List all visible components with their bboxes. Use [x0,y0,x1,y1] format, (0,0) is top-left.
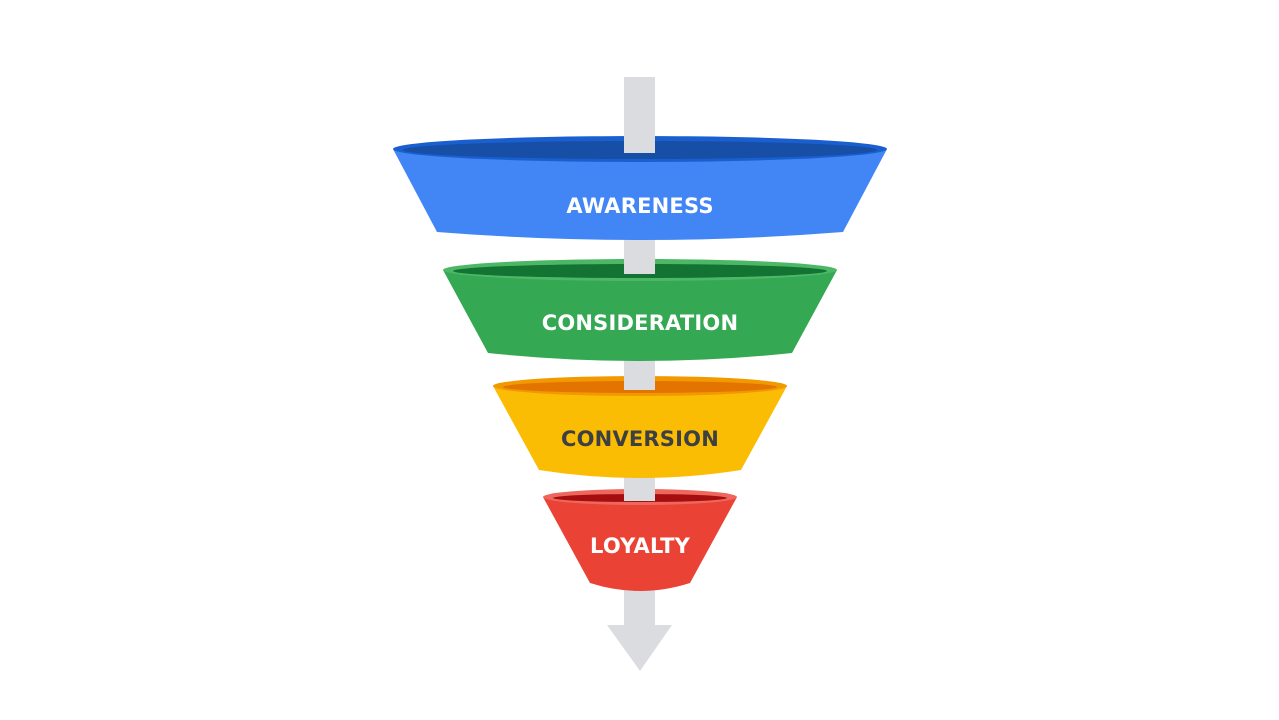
stage-body [543,497,737,591]
funnel-stage-conversion: CONVERSION [493,374,787,478]
funnel-stage-awareness: AWARENESS [393,134,887,240]
stage-label: CONVERSION [561,427,719,451]
stage-label: LOYALTY [590,534,691,558]
funnel-stage-loyalty: LOYALTY [543,487,737,591]
flow-arrow-shaft-segment [624,257,655,274]
stage-body [393,149,887,240]
flow-arrow-shaft-segment [624,374,655,390]
flow-arrow-head [607,625,672,671]
stage-label: AWARENESS [566,194,713,218]
stage-label: CONSIDERATION [542,311,739,335]
flow-arrow-shaft-segment [624,487,655,501]
flow-arrow-shaft-segment [624,134,655,153]
stage-body [493,386,787,478]
stage-body [443,270,837,361]
funnel-stage-consideration: CONSIDERATION [443,257,837,361]
